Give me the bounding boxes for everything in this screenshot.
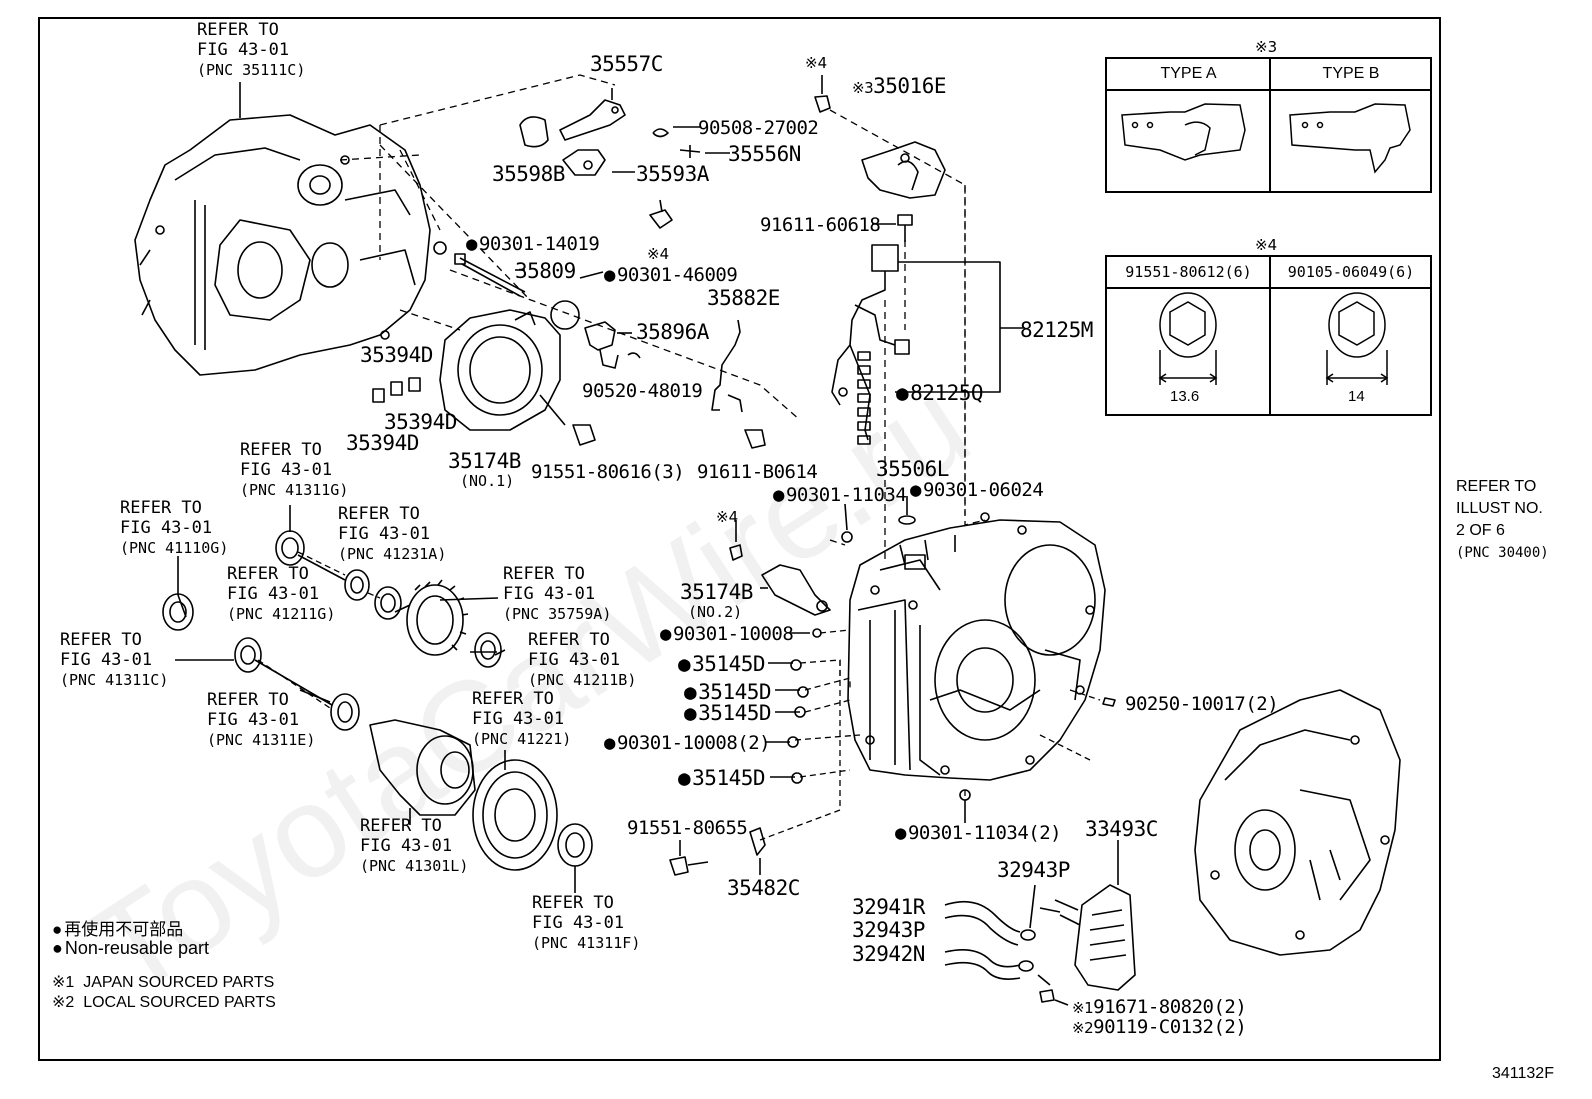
part-35145d-c: 35145D <box>684 701 772 725</box>
part-90301-10008-2: 90301-10008(2) <box>604 732 771 754</box>
legend-note-japan: ※1 JAPAN SOURCED PARTS <box>52 974 275 991</box>
part-90301-46009: 90301-46009 <box>604 264 738 286</box>
refer-illust-right: REFER TO ILLUST NO. 2 OF 6 (PNC 30400) <box>1456 478 1549 561</box>
part-35145d-a: 35145D <box>678 652 766 676</box>
wire-harness-82125m <box>831 244 1025 445</box>
part-35174b-no1-qual: (NO.1) <box>460 472 515 490</box>
part-90301-06024: 90301-06024 <box>910 479 1044 501</box>
part-35598b: 35598B <box>492 162 565 186</box>
part-32941r: 32941R <box>852 895 925 919</box>
illustration-code: 341132F <box>1492 1065 1554 1082</box>
part-91551-80655: 91551-80655 <box>627 817 748 839</box>
legend-note-local: ※2 LOCAL SOURCED PARTS <box>52 994 276 1011</box>
transaxle-housing-lower <box>1194 689 1401 956</box>
part-91611-b0614: 91611-B0614 <box>697 461 818 483</box>
part-91611-60618: 91611-60618 <box>760 214 881 236</box>
part-91671-80820: ※191671-80820(2) <box>1072 996 1247 1018</box>
part-91551-80616: 91551-80616(3) <box>531 461 685 483</box>
mark4-b: ※4 <box>647 245 670 263</box>
transaxle-housing-upper <box>134 82 431 376</box>
table-type-ab: TYPE A TYPE B <box>1105 57 1432 193</box>
oil-pump-cover-no1 <box>439 309 566 431</box>
part-35174b-no1: 35174B <box>448 449 521 473</box>
part-90520-48019: 90520-48019 <box>582 380 703 402</box>
part-35556n: 35556N <box>728 142 801 166</box>
part-90301-10008: 90301-10008 <box>660 623 794 645</box>
refer-41211b: REFER TO FIG 43-01 (PNC 41211B) <box>528 630 637 689</box>
part-35809: 35809 <box>515 259 576 283</box>
park-lock-parts <box>519 88 730 229</box>
part-35557c: 35557C <box>590 52 663 76</box>
part-90301-14019: 90301-14019 <box>466 233 600 255</box>
table3-title: ※3 <box>1255 38 1278 56</box>
part-32943p-a: 32943P <box>997 858 1070 882</box>
table4-title: ※4 <box>1255 236 1278 254</box>
part-90508-27002: 90508-27002 <box>698 117 819 139</box>
refer-41221: REFER TO FIG 43-01 (PNC 41221) <box>472 689 572 748</box>
part-82125m: 82125M <box>1020 318 1093 342</box>
refer-41211g: REFER TO FIG 43-01 (PNC 41211G) <box>227 564 336 623</box>
part-35394d-a: 35394D <box>360 343 433 367</box>
refer-41311f: REFER TO FIG 43-01 (PNC 41311F) <box>532 893 641 952</box>
refer-case-top: REFER TO FIG 43-01 (PNC 35111C) <box>197 20 306 79</box>
part-32943p-b: 32943P <box>852 918 925 942</box>
legend-non-reusable-en: Non-reusable part <box>52 938 209 959</box>
refer-41311g: REFER TO FIG 43-01 (PNC 41311G) <box>240 440 349 499</box>
refer-41301l: REFER TO FIG 43-01 (PNC 41301L) <box>360 816 469 875</box>
part-33493c: 33493C <box>1085 817 1158 841</box>
part-35174b-no2-qual: (NO.2) <box>688 603 743 621</box>
part-35882e: 35882E <box>707 286 780 310</box>
part-35145d-d: 35145D <box>678 766 766 790</box>
part-90119-c0132: ※290119-C0132(2) <box>1072 1016 1247 1038</box>
mark4-a: ※4 <box>805 54 828 72</box>
refer-41311e: REFER TO FIG 43-01 (PNC 41311E) <box>207 690 316 749</box>
nut-b-dimension: 14 <box>1348 388 1365 405</box>
diagram-frame <box>38 17 1441 1061</box>
part-35394d-c: 35394D <box>346 431 419 455</box>
nut-a-dimension: 13.6 <box>1170 388 1200 405</box>
part-90301-11034: 90301-11034 <box>773 484 907 506</box>
table4-col-a: 91551-80612(6) <box>1107 257 1270 289</box>
part-32942n: 32942N <box>852 942 925 966</box>
part-35896a: 35896A <box>636 320 709 344</box>
refer-41110g: REFER TO FIG 43-01 (PNC 41110G) <box>120 498 229 557</box>
legend-non-reusable-jp: 再使用不可部品 <box>52 915 183 940</box>
table3-col-b: TYPE B <box>1270 59 1432 91</box>
transmission-case-main <box>847 519 1106 781</box>
table3-col-a: TYPE A <box>1107 59 1270 91</box>
refer-41231a: REFER TO FIG 43-01 (PNC 41231A) <box>338 504 447 563</box>
part-90301-11034-2: 90301-11034(2) <box>895 822 1062 844</box>
part-82125q: 82125Q <box>896 381 984 405</box>
table-nuts: 91551-80612(6) 90105-06049(6) <box>1105 255 1432 416</box>
part-35482c: 35482C <box>727 876 800 900</box>
part-35016e: ※335016E <box>852 74 946 98</box>
refer-35759a: REFER TO FIG 43-01 (PNC 35759A) <box>503 564 612 623</box>
part-35145d-b: 35145D <box>684 680 772 704</box>
oil-cooler-33493c <box>1039 840 1136 991</box>
part-90250-10017: 90250-10017(2) <box>1125 693 1279 715</box>
bracket-35016e <box>861 141 946 199</box>
mark4-c: ※4 <box>716 508 739 526</box>
differential-parts <box>162 530 593 871</box>
part-35174b-no2: 35174B <box>680 580 753 604</box>
part-35394d-b: 35394D <box>384 410 457 434</box>
part-35506l: 35506L <box>876 457 949 481</box>
part-35593a: 35593A <box>636 162 709 186</box>
refer-41311c: REFER TO FIG 43-01 (PNC 41311C) <box>60 630 169 689</box>
table4-col-b: 90105-06049(6) <box>1270 257 1432 289</box>
